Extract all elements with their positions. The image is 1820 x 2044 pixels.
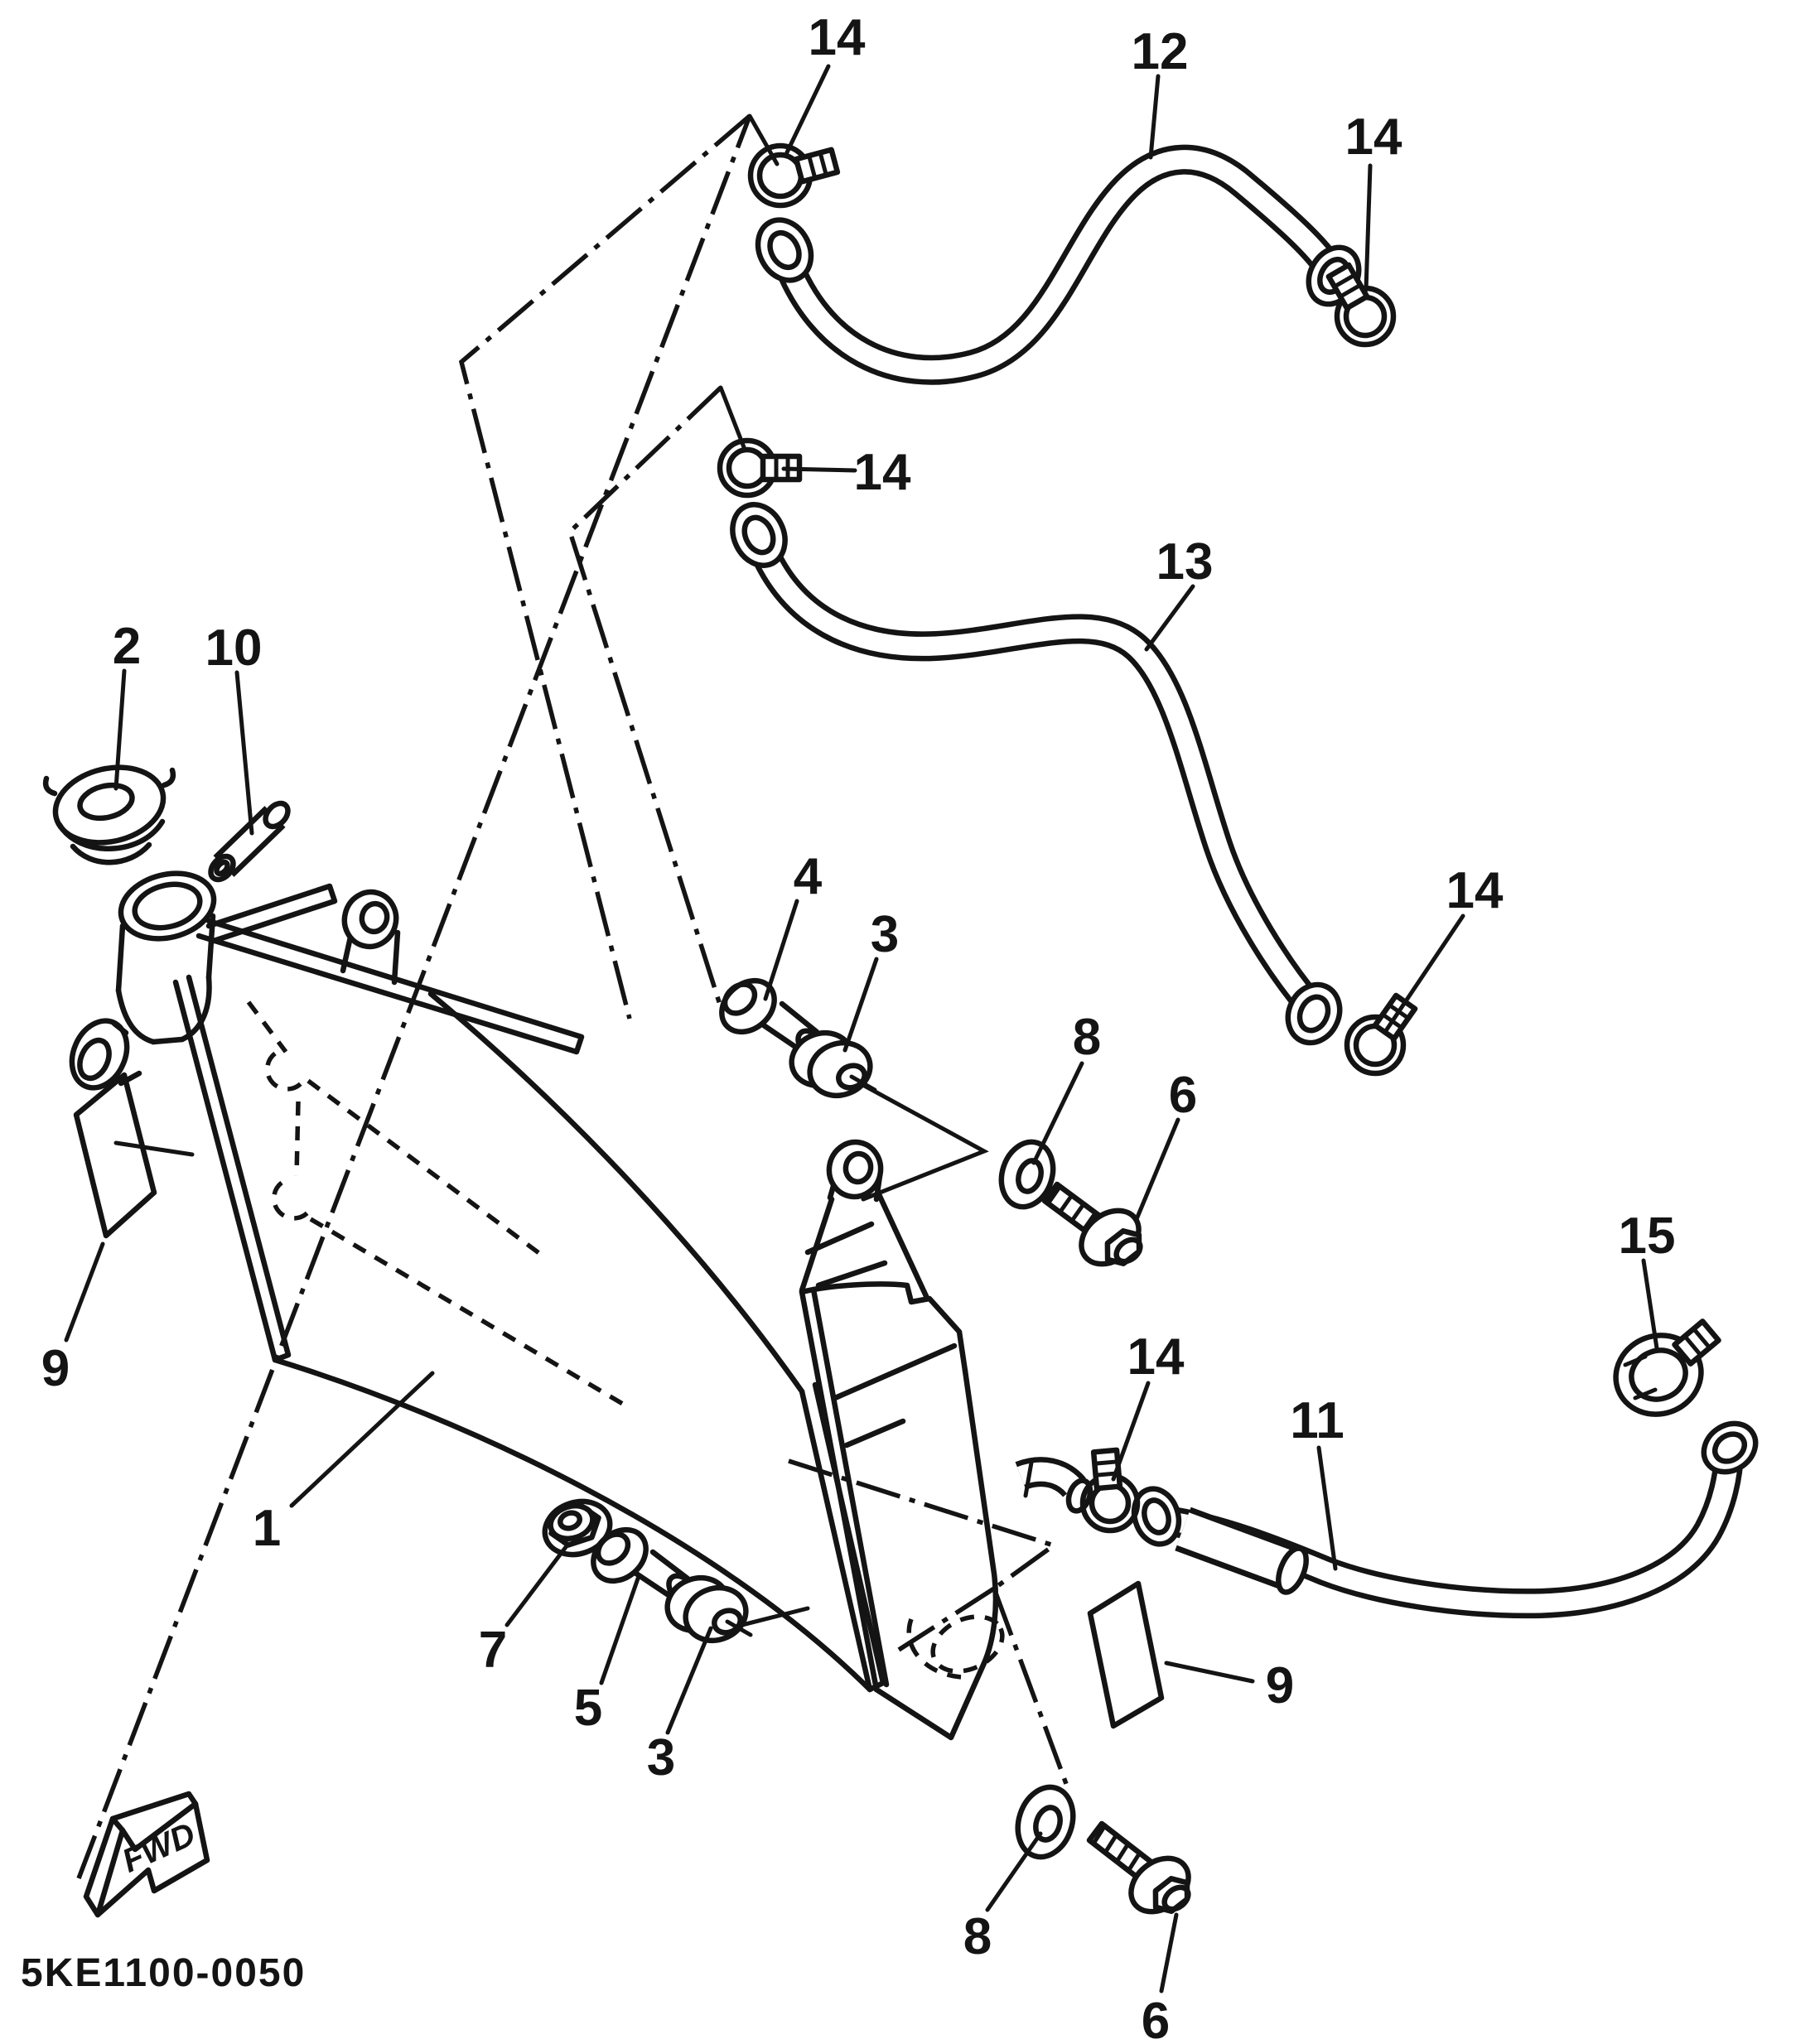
hose-clamp-14a <box>747 142 841 209</box>
callout-11-hose: 11 <box>1290 1392 1344 1449</box>
hose-clamp-14d <box>1344 992 1418 1077</box>
flange-nut-7 <box>542 1498 613 1558</box>
grommet-3b <box>664 1574 753 1644</box>
callout-3-grommet-upper: 3 <box>871 906 899 963</box>
callout-5-collar-bolt: 5 <box>574 1680 602 1737</box>
callout-7-flange-nut: 7 <box>479 1622 507 1679</box>
callout-3-grommet-lower: 3 <box>647 1729 675 1786</box>
collar-bolt-4 <box>719 977 828 1063</box>
callout-13-hose: 13 <box>1156 533 1214 591</box>
caution-sticker-right <box>1087 1580 1165 1729</box>
hose-clamp-14b <box>1325 262 1397 348</box>
callout-6-bolt-lower: 6 <box>1142 1993 1170 2044</box>
callout-6-bolt-upper: 6 <box>1169 1067 1197 1124</box>
frame-reference-lines <box>76 113 1071 1879</box>
washer-8a <box>998 1139 1056 1210</box>
flange-bolt-6b <box>1086 1820 1191 1915</box>
callout-4-collar-bolt: 4 <box>794 848 823 905</box>
callout-8-washer-upper: 8 <box>1073 1009 1101 1066</box>
callout-labels: 1 2 3 3 4 5 6 6 7 8 8 9 9 10 11 12 13 14… <box>41 9 1676 2044</box>
flange-bolt-6a <box>1041 1181 1143 1267</box>
callout-14-clamp-top: 14 <box>809 9 866 66</box>
callout-14-clamp-middle: 14 <box>854 444 911 501</box>
radiator-side-panel <box>799 1281 1005 1741</box>
callout-1-radiator: 1 <box>253 1500 281 1557</box>
callout-2-radiator-cap: 2 <box>113 618 141 675</box>
callout-leader-lines <box>64 64 1659 1993</box>
callout-9-sticker-left: 9 <box>41 1340 70 1397</box>
callout-8-washer-lower: 8 <box>963 1908 992 1965</box>
caution-sticker-left <box>73 1072 195 1239</box>
drawing-code: 5KE1100-0050 <box>21 1951 306 1995</box>
radiator-cap <box>42 764 176 865</box>
callout-14-clamp-topright: 14 <box>1345 108 1402 166</box>
hidden-bracket-lines <box>246 1000 631 1410</box>
collar-bolt-5 <box>591 1526 699 1608</box>
hose-11 <box>1131 1420 1759 1619</box>
radiator-body <box>69 870 1093 1741</box>
grommet-3a <box>789 1029 877 1099</box>
hose-12 <box>755 144 1362 385</box>
callout-12-hose: 12 <box>1132 23 1189 80</box>
callout-10-pipe: 10 <box>205 619 263 677</box>
callout-14-clamp-lower: 14 <box>1127 1328 1185 1386</box>
callout-14-clamp-right: 14 <box>1446 862 1504 919</box>
fwd-arrow-icon: FWD <box>83 1791 210 1918</box>
washer-8b <box>1015 1784 1076 1860</box>
callout-9-sticker-right: 9 <box>1266 1657 1294 1714</box>
hose-13 <box>730 502 1343 1046</box>
hose-clamp-15 <box>1613 1318 1721 1417</box>
callout-15-clamp: 15 <box>1619 1208 1676 1265</box>
overflow-pipe <box>208 800 291 883</box>
